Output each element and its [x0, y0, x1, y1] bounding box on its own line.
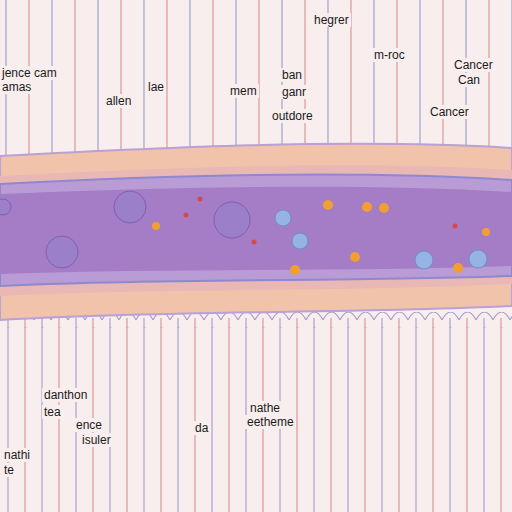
- part-label: te: [2, 463, 16, 477]
- part-label: m-roc: [372, 48, 407, 62]
- middle-wall: [0, 165, 512, 296]
- part-label: amas: [0, 80, 33, 94]
- part-label: ganr: [280, 85, 308, 99]
- outer-wall: [0, 144, 512, 320]
- part-label: hegrer: [312, 13, 351, 27]
- part-label: ence: [74, 418, 104, 432]
- lumen: [0, 187, 512, 274]
- part-label: tea: [42, 405, 63, 419]
- top-fibres: [0, 0, 512, 165]
- part-label: jence cam: [0, 66, 59, 80]
- part-label: Cancer: [452, 58, 495, 72]
- part-label: isuler: [80, 433, 113, 447]
- inner-wall: [0, 175, 512, 286]
- part-label: mem: [228, 84, 259, 98]
- part-label: nathe: [248, 401, 282, 415]
- part-label: Cancer: [428, 105, 471, 119]
- part-label: nathi: [2, 448, 32, 462]
- part-label: Can: [456, 73, 482, 87]
- bottom-fibres: [0, 318, 512, 512]
- part-label: lae: [146, 80, 166, 94]
- part-label: eetheme: [245, 415, 296, 429]
- part-label: da: [193, 421, 210, 435]
- part-label: allen: [104, 94, 133, 108]
- part-label: outdore: [270, 109, 315, 123]
- blood-cells: [0, 191, 490, 275]
- part-label: ban: [280, 68, 304, 82]
- part-label: danthon: [42, 388, 89, 402]
